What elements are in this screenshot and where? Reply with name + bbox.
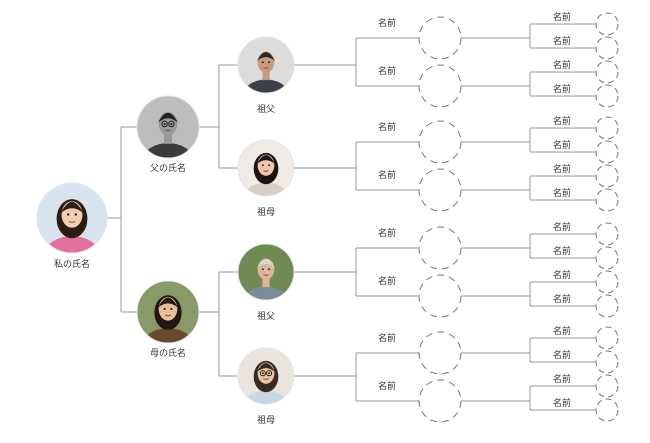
gg-grandparent-node[interactable]	[595, 36, 619, 60]
great-grandparent-label: 名前	[378, 169, 396, 181]
gg-grandparent-label: 名前	[553, 59, 571, 71]
man-portrait-icon	[238, 37, 294, 93]
gg-grandparent-label: 名前	[553, 83, 571, 95]
great-grandparent-label: 名前	[378, 275, 396, 287]
tree-connectors	[107, 23, 596, 411]
gg-grandparent-node[interactable]	[595, 398, 619, 422]
gg-grandparent-node[interactable]	[595, 12, 619, 36]
gg-grandparent-node[interactable]	[595, 374, 619, 398]
great-grandparent-node[interactable]	[418, 64, 462, 108]
great-grandparent-node[interactable]	[418, 379, 462, 423]
gg-grandparent-node[interactable]	[595, 270, 619, 294]
photo-node[interactable]	[237, 36, 295, 108]
photo-node[interactable]	[136, 280, 200, 359]
great-grandparent-label: 名前	[378, 332, 396, 344]
great-grandparent-label: 名前	[378, 65, 396, 77]
gg-grandparent-label: 名前	[553, 221, 571, 233]
great-grandparent-node[interactable]	[418, 274, 462, 318]
gg-grandparent-label: 名前	[553, 11, 571, 23]
gg-grandparent-label: 名前	[553, 325, 571, 337]
man-portrait-icon	[238, 244, 294, 300]
gg-grandparent-node[interactable]	[595, 84, 619, 108]
great-grandparent-label: 名前	[378, 380, 396, 392]
gg-grandparent-label: 名前	[553, 349, 571, 361]
gg-grandparent-label: 名前	[553, 293, 571, 305]
gg-grandparent-node[interactable]	[595, 116, 619, 140]
gg-grandparent-node[interactable]	[595, 188, 619, 212]
woman-portrait-icon	[137, 281, 199, 343]
gg-grandparent-label: 名前	[553, 139, 571, 151]
tree-nodes: 名前名前名前名前名前名前祖父名前名前名前名前名前名前祖母父の氏名名前名前名前名前…	[36, 11, 619, 426]
gg-grandparent-label: 名前	[553, 373, 571, 385]
gg-grandparent-node[interactable]	[595, 294, 619, 318]
woman-portrait-icon	[238, 140, 294, 196]
great-grandparent-node[interactable]	[418, 16, 462, 60]
man-portrait-icon	[137, 96, 199, 158]
gg-grandparent-label: 名前	[553, 397, 571, 409]
gg-grandparent-label: 名前	[553, 163, 571, 175]
woman-portrait-icon	[238, 348, 294, 404]
great-grandparent-node[interactable]	[418, 168, 462, 212]
great-grandparent-node[interactable]	[418, 226, 462, 270]
gg-grandparent-label: 名前	[553, 245, 571, 257]
parent-label: 母の氏名	[150, 347, 186, 359]
gg-grandparent-label: 名前	[553, 269, 571, 281]
gg-grandparent-node[interactable]	[595, 164, 619, 188]
grandparent-label: 祖母	[257, 206, 275, 218]
grandparent-label: 祖父	[257, 103, 275, 115]
parent-label: 父の氏名	[150, 162, 186, 174]
gg-grandparent-node[interactable]	[595, 222, 619, 246]
great-grandparent-label: 名前	[378, 227, 396, 239]
self-label: 私の氏名	[54, 258, 90, 270]
gg-grandparent-node[interactable]	[595, 350, 619, 374]
great-grandparent-label: 名前	[378, 17, 396, 29]
great-grandparent-node[interactable]	[418, 331, 462, 375]
great-grandparent-node[interactable]	[418, 120, 462, 164]
gg-grandparent-label: 名前	[553, 187, 571, 199]
gg-grandparent-label: 名前	[553, 115, 571, 127]
gg-grandparent-node[interactable]	[595, 140, 619, 164]
grandparent-label: 祖父	[257, 310, 275, 322]
gg-grandparent-node[interactable]	[595, 246, 619, 270]
photo-node[interactable]	[237, 243, 295, 315]
photo-node[interactable]	[237, 347, 295, 419]
gg-grandparent-node[interactable]	[595, 326, 619, 350]
photo-node[interactable]	[237, 139, 295, 211]
gg-grandparent-node[interactable]	[595, 60, 619, 84]
photo-node[interactable]	[36, 182, 108, 271]
great-grandparent-label: 名前	[378, 121, 396, 133]
grandparent-label: 祖母	[257, 414, 275, 426]
gg-grandparent-label: 名前	[553, 35, 571, 47]
woman-portrait-icon	[37, 183, 107, 253]
photo-node[interactable]	[136, 95, 200, 174]
